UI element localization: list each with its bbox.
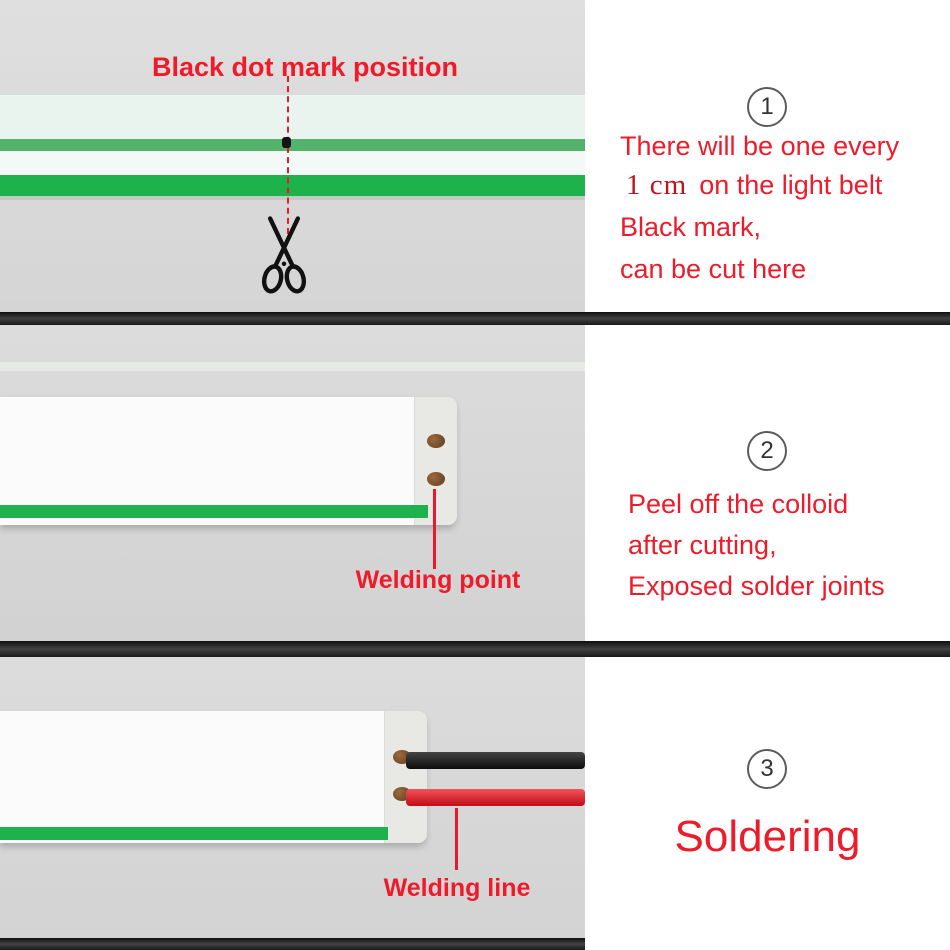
welding-line-label: Welding line — [383, 874, 531, 902]
cut-dash-line — [287, 76, 289, 234]
led-strip-body — [0, 95, 585, 141]
step1-text-line1: There will be one every — [620, 131, 900, 161]
strip-green-stripe — [0, 505, 428, 518]
step3-number-badge: 3 — [747, 749, 787, 789]
step1-caption: Black dot mark position — [151, 52, 459, 82]
red-wire — [406, 789, 585, 806]
led-strip-side-view — [0, 711, 426, 843]
solder-point — [427, 434, 445, 448]
separator-bar-2 — [0, 641, 950, 657]
led-strip-green-line — [0, 139, 585, 151]
step2-text-line3: Exposed solder joints — [628, 571, 885, 601]
step1-photo: Black dot mark position — [0, 0, 585, 312]
welding-point-label: Welding point — [355, 566, 521, 594]
strip-green-stripe — [0, 827, 388, 840]
black-wire — [406, 752, 585, 769]
strip-end-cap — [384, 711, 427, 843]
step2-text-line2: after cutting, — [628, 530, 777, 560]
step2-text-line1: Peel off the colloid — [628, 489, 849, 519]
solder-point — [427, 472, 445, 486]
step1-text-line3: Black mark, — [620, 212, 762, 242]
led-strip-pale-band — [0, 151, 585, 175]
scissors-icon — [256, 216, 312, 299]
separator-bar-bottom — [0, 938, 585, 950]
separator-bar-1 — [0, 312, 950, 325]
measure-value: 1 cm — [626, 169, 688, 201]
soldering-title: Soldering — [674, 812, 861, 861]
step1-text-line4: can be cut here — [620, 254, 807, 284]
welding-line-pointer-line — [455, 808, 458, 870]
black-dot-mark — [282, 137, 291, 148]
step1-text-line2: 1 cm on the light belt — [626, 169, 882, 202]
step1-text-line2-rest: on the light belt — [699, 170, 883, 200]
led-strip-bright-green-band — [0, 175, 585, 196]
led-strip-side-view — [0, 397, 456, 525]
welding-point-pointer-line — [433, 489, 436, 569]
step2-number-badge: 2 — [747, 431, 787, 471]
step1-number-badge: 1 — [747, 87, 787, 127]
led-strip-shadow — [0, 196, 585, 200]
step2-background-sheen — [0, 362, 585, 371]
